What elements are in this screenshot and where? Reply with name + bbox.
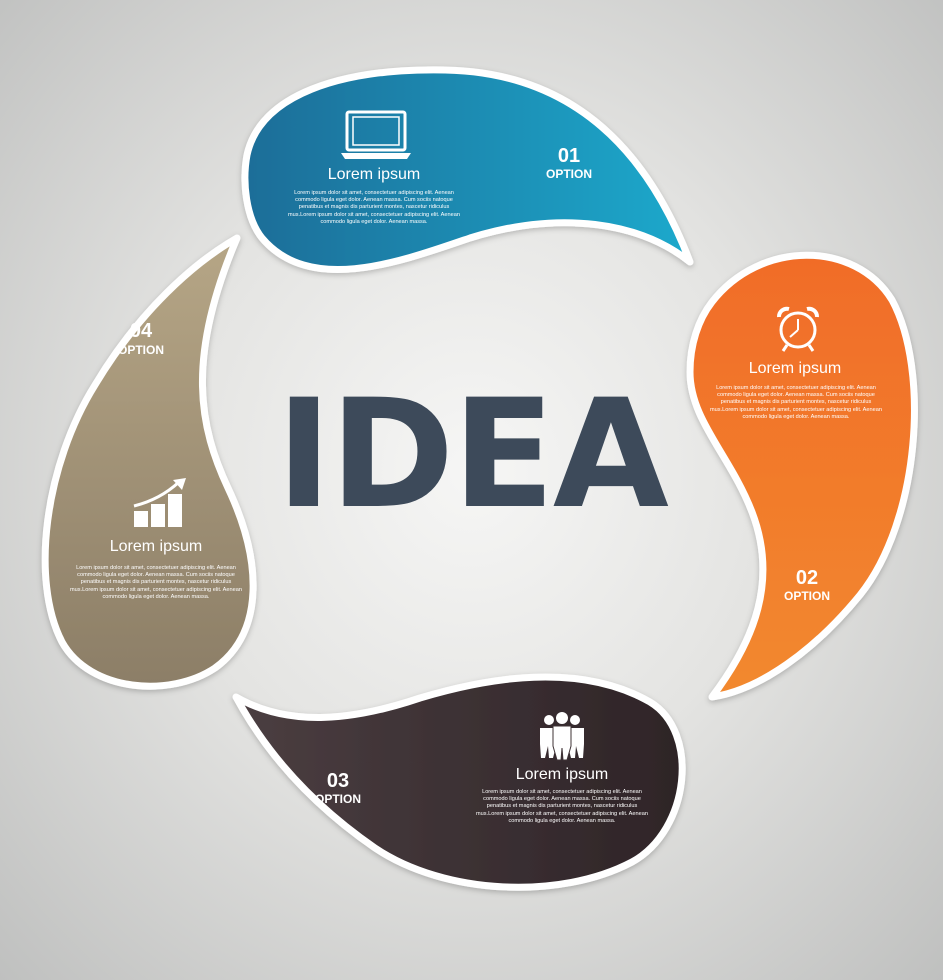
segment-02-number: 02 [795,567,819,589]
team-people-icon [540,712,584,761]
segment-02-shape [686,251,918,701]
segment-01-body: Lorem ipsum dolor sit amet, consectetuer… [288,190,460,225]
segment-01-title: Lorem ipsum [327,166,421,183]
segment-01-shape [241,66,694,273]
segment-01-option: OPTION [545,167,592,181]
center-title: IDEA [276,368,669,542]
segment-03-body: Lorem ipsum dolor sit amet, consectetuer… [476,789,648,824]
segment-03-option: OPTION [314,792,361,806]
segment-02-option: OPTION [783,589,830,603]
segment-03-title: Lorem ipsum [515,766,609,783]
segment-04-title: Lorem ipsum [109,538,203,555]
segment-02-title: Lorem ipsum [748,360,842,377]
segment-01-number: 01 [557,145,581,167]
segment-04-body: Lorem ipsum dolor sit amet, consectetuer… [70,565,242,600]
laptop-icon [341,110,411,159]
segment-04-option: OPTION [117,343,164,357]
segment-04-number: 04 [129,320,153,342]
alarm-clock-icon [777,306,819,352]
growth-chart-icon [133,478,186,527]
segment-04-shape [41,234,257,690]
segment-03-number: 03 [326,770,350,792]
segment-02-body: Lorem ipsum dolor sit amet, consectetuer… [710,385,882,420]
